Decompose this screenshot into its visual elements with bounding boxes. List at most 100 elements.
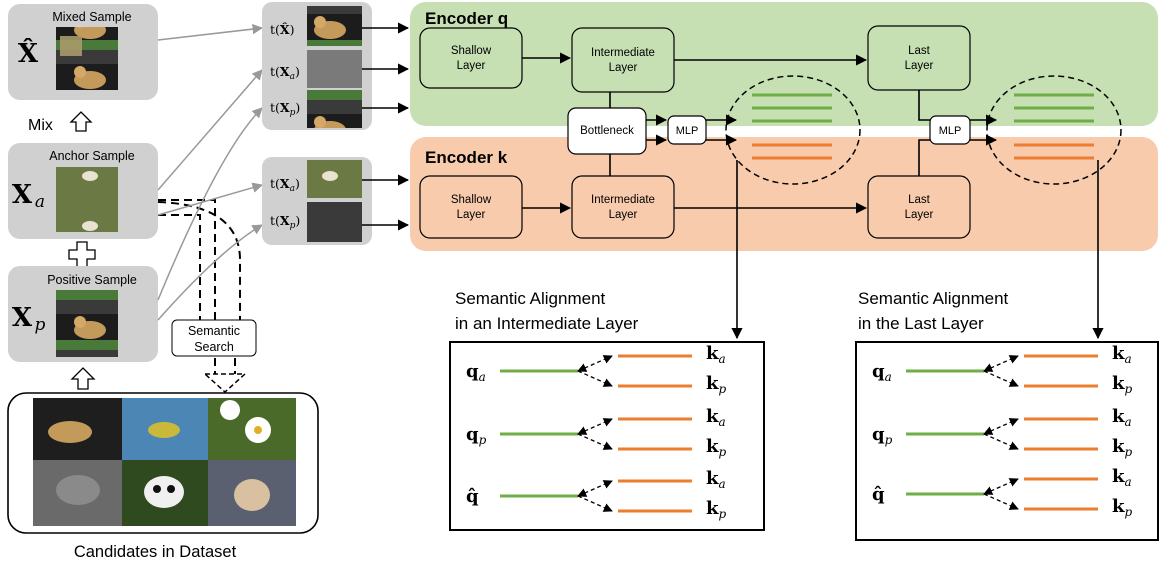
aug-q-1: t(Xa) [270,64,300,82]
mixed-sample-title: Mixed Sample [52,10,131,24]
alignment-arrows [731,160,1104,340]
svg-text:MLP: MLP [676,125,699,137]
augmentation-connectors [157,23,264,321]
svg-text:MLP: MLP [939,125,962,137]
last-query-label-1: qp [872,424,893,447]
encoder-q-title: Encoder q [425,9,508,28]
encoder-q-intermediate-layer: Intermediate Layer [571,27,675,93]
mlp-block-last: MLP [929,115,971,145]
svg-text:Shallow: Shallow [451,45,492,57]
mlp-block-intermediate: MLP [667,115,707,145]
svg-text:Semantic: Semantic [188,324,240,338]
align-intermediate-title: Semantic Alignment [455,289,606,308]
anchor-sample-box: Anchor Sample X a [8,143,158,239]
svg-text:Shallow: Shallow [451,194,492,206]
intermediate-pair-arrow-top-1 [577,418,613,435]
last-query-label-2: q̂ [872,484,885,505]
feature-ellipse-last [986,75,1122,185]
alignment-rows-last: qa ka kp qp ka kp q̂ ka kp [872,343,1132,519]
last-pair-arrow-top-0 [983,355,1019,372]
svg-text:Layer: Layer [457,60,486,72]
mix-label: Mix [28,111,93,134]
intermediate-key-label-0-0: ka [706,343,726,366]
aug-k-1: t(Xp) [270,213,300,231]
encoder-k-shallow-layer: Shallow Layer [419,175,523,239]
svg-text:Last: Last [908,194,931,206]
intermediate-pair-arrow-bottom-0 [577,370,613,387]
positive-sample-title: Positive Sample [47,273,137,287]
svg-text:Layer: Layer [609,62,638,74]
augmentations-q: t(X̂) t(Xa) t(Xp) [262,2,372,130]
mixed-sample-symbol: X̂ [18,38,39,69]
aug-k-0: t(Xa) [270,176,300,194]
intermediate-pair-arrow-bottom-1 [577,433,613,450]
positive-sample-image [56,290,118,357]
intermediate-key-label-2-1: kp [706,498,726,521]
mixed-patch [60,36,82,56]
anchor-sample-subscript: a [35,192,45,212]
aug-q-2: t(Xp) [270,100,300,118]
svg-text:Intermediate: Intermediate [591,47,655,59]
candidates-up-arrow-icon [70,367,96,390]
align-intermediate-subtitle: in an Intermediate Layer [455,314,639,333]
encoder-q-shallow-layer: Shallow Layer [419,27,523,89]
last-key-label-2-0: ka [1112,466,1132,489]
intermediate-pair-arrow-top-0 [577,355,613,372]
last-key-label-0-1: kp [1112,373,1132,396]
intermediate-key-label-1-0: ka [706,406,726,429]
last-key-label-1-1: kp [1112,436,1132,459]
aug-q-0: t(X̂) [270,22,295,37]
candidates-box [7,392,319,534]
aug-k-image-1 [307,202,362,242]
intermediate-query-label-2: q̂ [466,486,479,507]
plus-icon [68,241,96,268]
anchor-sample-title: Anchor Sample [49,149,135,163]
last-pair-arrow-bottom-0 [983,370,1019,387]
last-pair-arrow-top-2 [983,478,1019,495]
intermediate-pair-arrow-top-2 [577,480,613,497]
search-down-arrow-icon [203,373,247,394]
semantic-search-path [157,199,241,376]
svg-text:Last: Last [908,45,931,57]
encoder-k-title: Encoder k [425,148,508,167]
align-last-subtitle: in the Last Layer [858,314,984,333]
mixed-sample-box: Mixed Sample X̂ [8,4,158,100]
bottleneck-block: Bottleneck [567,107,647,155]
svg-text:Layer: Layer [905,209,934,221]
alignment-box-intermediate [449,341,765,531]
alignment-box-last [855,341,1159,541]
last-pair-arrow-top-1 [983,418,1019,435]
positive-sample-box: Positive Sample X p [8,266,158,362]
candidates-caption: Candidates in Dataset [74,543,237,561]
svg-text:Layer: Layer [609,209,638,221]
input-arrows [362,22,410,231]
intermediate-key-label-1-1: kp [706,436,726,459]
anchor-sample-symbol: X [12,180,33,210]
svg-text:Bottleneck: Bottleneck [580,125,634,137]
encoder-q-last-layer: Last Layer [867,25,971,91]
aug-q-image-0 [307,6,362,46]
last-key-label-2-1: kp [1112,496,1132,519]
positive-sample-symbol: X [12,303,33,333]
svg-text:Layer: Layer [905,60,934,72]
encoder-flow-arrows [522,52,998,214]
last-key-label-1-0: ka [1112,406,1132,429]
anchor-sample-image [56,167,118,232]
mix-up-arrow-icon [69,111,93,132]
intermediate-pair-arrow-bottom-2 [577,495,613,512]
svg-text:Layer: Layer [457,209,486,221]
last-query-label-0: qa [872,361,892,384]
encoder-k-last-layer: Last Layer [867,175,971,239]
last-key-label-0-0: ka [1112,343,1132,366]
semantic-search-box: Semantic Search [171,319,257,357]
aug-q-image-2 [307,90,362,128]
positive-sample-subscript: p [35,315,46,335]
feature-ellipse-intermediate [725,75,861,185]
intermediate-query-label-1: qp [466,424,487,447]
last-pair-arrow-bottom-2 [983,493,1019,510]
svg-text:Intermediate: Intermediate [591,194,655,206]
encoder-k-intermediate-layer: Intermediate Layer [571,175,675,239]
aug-q-image-1 [307,50,362,88]
